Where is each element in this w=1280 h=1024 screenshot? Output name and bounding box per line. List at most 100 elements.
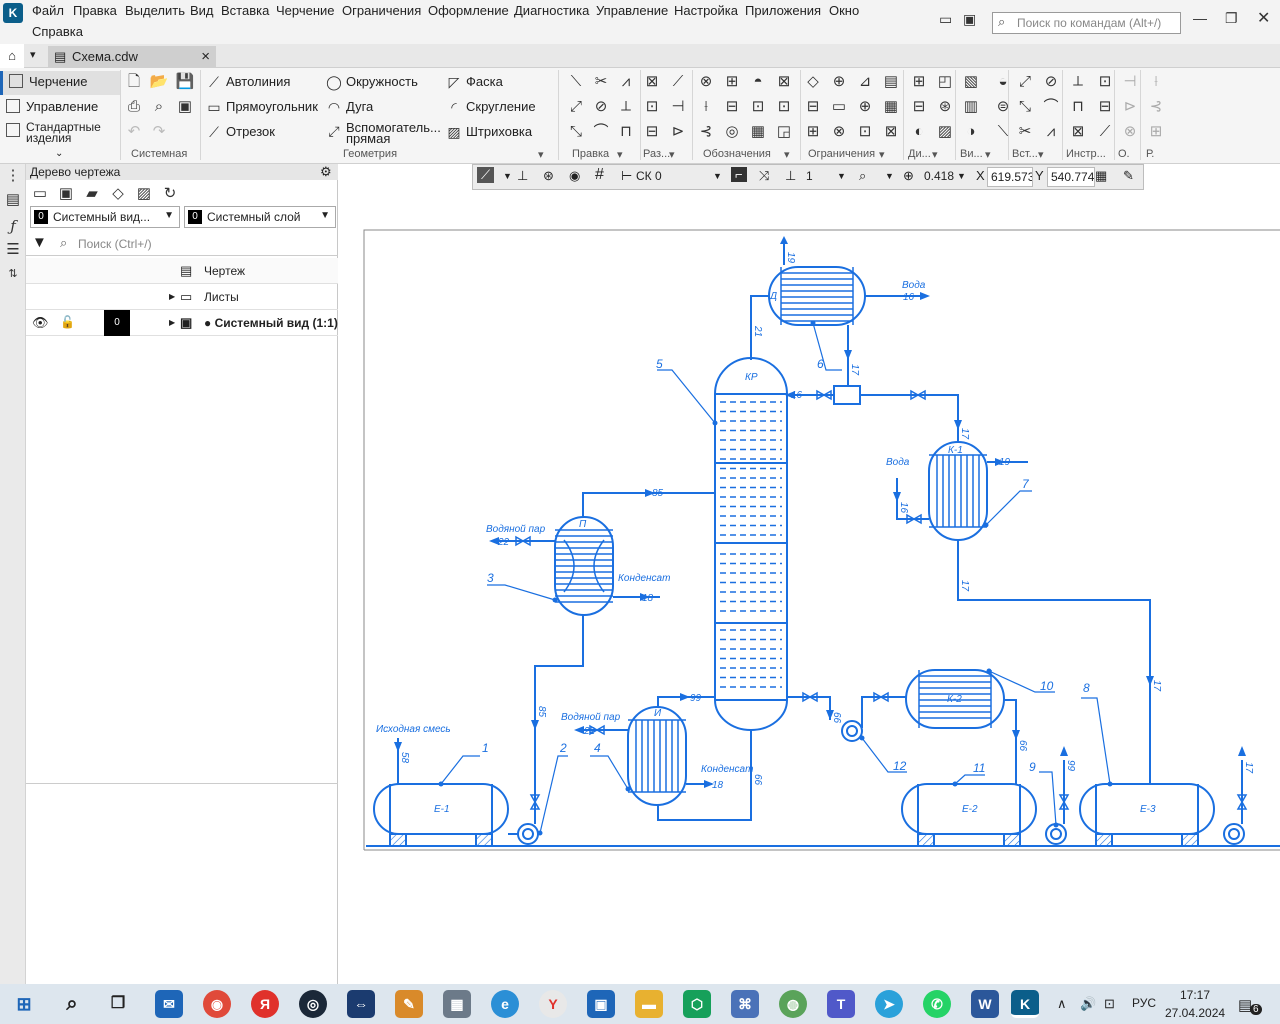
tree-item-drawing[interactable]: ▤Чертеж	[26, 258, 338, 284]
expand-chevron-icon[interactable]: ⌄	[55, 148, 64, 159]
ribbon-tool-icon[interactable]: ⊓	[620, 123, 632, 140]
print-icon[interactable]: ⎙	[127, 98, 140, 115]
ribbon-tool-icon[interactable]: ⤢	[569, 98, 582, 115]
ribbon-tool-icon[interactable]: ⊿	[858, 73, 872, 90]
menu-item-11[interactable]: Приложения	[745, 3, 822, 18]
group-expand-icon[interactable]: ▾	[538, 149, 544, 161]
menu-help[interactable]: Справка	[32, 24, 83, 39]
ribbon-tool-icon[interactable]: ⊟	[725, 98, 739, 115]
network-app-icon[interactable]: ⌘	[731, 990, 759, 1018]
ribbon-tool-icon[interactable]: ⊟	[1098, 98, 1112, 115]
ribbon-tool-icon[interactable]: ⌒	[1043, 98, 1059, 115]
ribbon-tool-icon[interactable]: ⊕	[858, 98, 872, 115]
menu-item-4[interactable]: Вставка	[221, 3, 270, 18]
hatch-button[interactable]: ▨Штриховка	[447, 124, 533, 140]
panel-toggle-icon[interactable]: ▭	[939, 11, 953, 27]
mail-icon[interactable]: ✉	[155, 990, 183, 1018]
undo-icon[interactable]: ↶	[127, 123, 141, 140]
tab-document[interactable]: ▤ Схема.cdw ×	[48, 46, 216, 68]
image-icon[interactable]: ▨	[136, 185, 152, 202]
ribbon-tool-icon[interactable]: ⊓	[1072, 98, 1084, 115]
preview-icon[interactable]: ⌕	[154, 98, 164, 115]
ribbon-tool-icon[interactable]: ⊣	[1123, 73, 1137, 90]
ribbon-tool-icon[interactable]: ⊡	[1098, 73, 1112, 90]
chevron-down-icon[interactable]: ▼	[503, 171, 512, 181]
ribbon-tool-icon[interactable]: ▧	[963, 73, 979, 90]
ribbon-tool-icon[interactable]: ⩘	[621, 73, 631, 90]
ribbon-tool-icon[interactable]: ⊣	[671, 98, 685, 115]
calculator-icon[interactable]: ▦	[443, 990, 471, 1018]
yandex-browser-icon[interactable]: Y	[539, 990, 567, 1018]
group-expand-icon[interactable]: ▾	[617, 149, 623, 161]
teamviewer-icon[interactable]: ⇔	[347, 990, 375, 1018]
pump-2[interactable]	[517, 823, 539, 845]
expand-arrow-icon[interactable]: ▶	[169, 292, 176, 301]
explorer-icon[interactable]: ▬	[635, 990, 663, 1018]
shapes-icon[interactable]: ◇	[112, 185, 124, 202]
ribbon-tool-icon[interactable]: ⊡	[858, 123, 872, 140]
sheet-view-icon[interactable]: ▣	[58, 185, 74, 202]
tree-item-system-view[interactable]: 👁 🔓 0 ▶ ▣● Системный вид (1:1)	[26, 310, 338, 336]
numbering-icon[interactable]: ⇅	[8, 268, 18, 280]
menu-item-7[interactable]: Оформление	[428, 3, 509, 18]
ribbon-tool-icon[interactable]: ✂	[1018, 123, 1032, 140]
ribbon-tool-icon[interactable]: ▨	[937, 123, 953, 140]
ribbon-tool-icon[interactable]: ⊞	[912, 73, 926, 90]
ribbon-tool-icon[interactable]: ⊡	[645, 98, 659, 115]
zoom-input[interactable]: 0.418	[924, 169, 955, 183]
tree-item-sheets[interactable]: ▶ ▭Листы	[26, 284, 338, 310]
chamfer-button[interactable]: ◸Фаска	[446, 73, 503, 93]
step-select[interactable]: 1	[806, 169, 813, 183]
autoline-button[interactable]: ⟋Автолиния	[206, 73, 290, 93]
close-tab-icon[interactable]: ×	[201, 48, 210, 65]
tree-search-input[interactable]: ▼ ⌕ Поиск (Ctrl+/)	[26, 232, 338, 256]
ribbon-tool-icon[interactable]: ⊘	[1044, 73, 1058, 90]
ribbon-tool-icon[interactable]: ⊡	[751, 98, 765, 115]
menu-item-5[interactable]: Черчение	[276, 3, 335, 18]
ribbon-tool-icon[interactable]: ▭	[831, 98, 847, 115]
ribbon-tool-icon[interactable]: ◐	[914, 123, 924, 140]
eye-icon[interactable]: 👁	[32, 315, 49, 330]
volume-icon[interactable]: 🔊	[1080, 996, 1097, 1011]
ribbon-tool-icon[interactable]: ⊞	[806, 123, 820, 140]
ribbon-tool-icon[interactable]: ⊠	[777, 73, 791, 90]
lock-icon[interactable]: 🔓	[60, 315, 75, 329]
yandex-icon[interactable]: Я	[251, 990, 279, 1018]
telegram-icon[interactable]: ➤	[875, 990, 903, 1018]
globe-app-icon[interactable]: ◍	[779, 990, 807, 1018]
ribbon-tool-icon[interactable]: ✂	[594, 73, 608, 90]
ribbon-tool-icon[interactable]: ⊜	[996, 98, 1010, 115]
new-file-icon[interactable]: 🗋	[127, 73, 141, 90]
ribbon-tool-icon[interactable]: ⊗	[832, 123, 846, 140]
ribbon-tool-icon[interactable]: ⊳	[1123, 98, 1137, 115]
task-view-icon[interactable]: ❐	[110, 995, 126, 1012]
ribbon-tool-icon[interactable]: ⩘	[1046, 123, 1056, 140]
tank-e2[interactable]	[901, 783, 1037, 835]
steam-icon[interactable]: ◎	[299, 990, 327, 1018]
ribbon-tool-icon[interactable]: ⊠	[645, 73, 659, 90]
edge-icon[interactable]: e	[491, 990, 519, 1018]
minimize-button[interactable]: —	[1193, 10, 1207, 26]
visibility-icon[interactable]: ◉	[569, 168, 581, 183]
kaspersky-icon[interactable]: ⬡	[683, 990, 711, 1018]
menu-item-3[interactable]: Вид	[190, 3, 214, 18]
ribbon-tool-icon[interactable]: ◰	[937, 73, 953, 90]
ribbon-tool-icon[interactable]: ◎	[725, 123, 739, 140]
menu-item-6[interactable]: Ограничения	[342, 3, 422, 18]
ribbon-tool-icon[interactable]: ⤢	[1018, 73, 1031, 90]
ribbon-tool-icon[interactable]: ▦	[883, 98, 899, 115]
ribbon-tool-icon[interactable]: ◇	[807, 73, 819, 90]
ribbon-tool-icon[interactable]: ⊠	[1071, 123, 1085, 140]
new-view-icon[interactable]: ▭	[32, 185, 48, 202]
gear-icon[interactable]: ⚙	[320, 164, 332, 179]
ribbon-tool-icon[interactable]: ⟋	[1099, 123, 1111, 140]
ribbon-tool-icon[interactable]: ◒	[998, 73, 1008, 90]
refresh-view-icon[interactable]: ↻	[163, 185, 177, 202]
group-expand-icon[interactable]: ▾	[879, 149, 885, 161]
language-indicator[interactable]: РУС	[1132, 996, 1157, 1010]
clock-date[interactable]: 27.04.2024	[1165, 1006, 1226, 1020]
ribbon-tool-icon[interactable]: ⊡	[777, 98, 791, 115]
ribbon-tab-management[interactable]: Управление	[0, 96, 120, 120]
store-icon[interactable]: ▣	[587, 990, 615, 1018]
segment-button[interactable]: ⟋Отрезок	[206, 123, 275, 143]
